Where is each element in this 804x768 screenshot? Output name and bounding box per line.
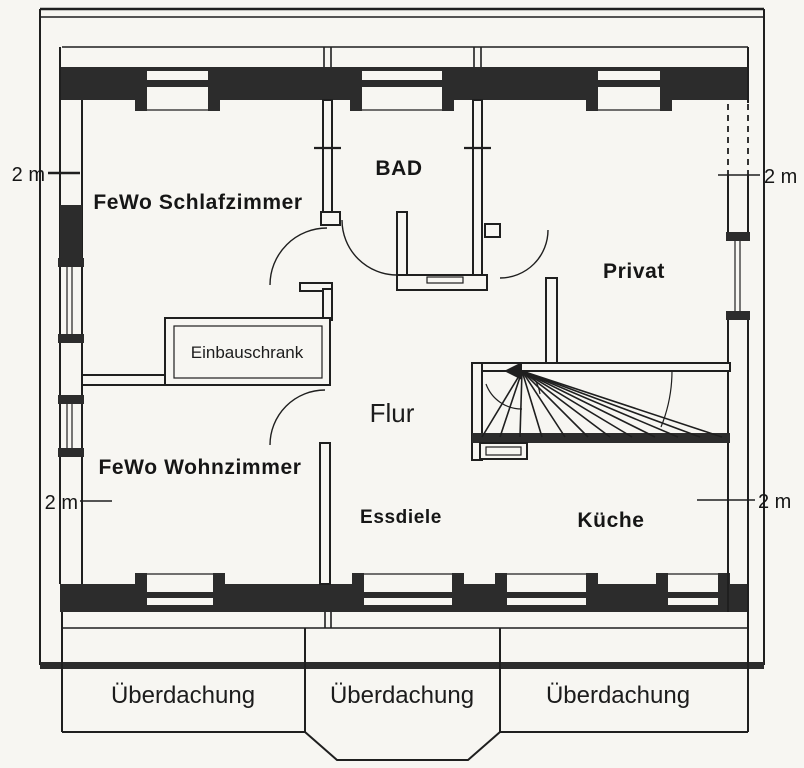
closet-inner <box>173 325 323 379</box>
stair-walkline-outer <box>660 370 673 428</box>
canopy-bay <box>304 731 501 761</box>
room-label-bad: BAD <box>375 157 422 180</box>
window-left-schlafzimmer <box>58 258 84 343</box>
stair-left-wall <box>471 362 483 461</box>
door-jamb-privat <box>484 223 501 238</box>
dim-label-right-bottom: 2 m <box>758 491 791 513</box>
exterior-walls <box>58 47 750 612</box>
dim-label-left-top: 2 m <box>12 164 45 186</box>
canopy-label-left: Überdachung <box>111 682 255 709</box>
window-bottom-wohnzimmer <box>135 573 225 605</box>
canopy-edge <box>40 662 764 669</box>
room-label-wohnzimmer: FeWo Wohnzimmer <box>98 456 301 479</box>
door-arc-wohnzimmer <box>269 389 326 446</box>
stair-first-step <box>479 442 528 460</box>
bad-threshold <box>426 276 464 284</box>
window-bottom-essdiele <box>352 573 464 605</box>
exterior-wall-right <box>726 47 750 612</box>
room-label-essdiele: Essdiele <box>360 507 442 528</box>
staircase <box>471 362 731 461</box>
dim-label-left-bottom: 2 m <box>45 492 78 514</box>
window-right-privat <box>726 232 750 320</box>
window-top-bad <box>350 71 454 111</box>
door-arc-schlafzimmer <box>269 227 328 286</box>
door-arc-privat <box>499 229 549 279</box>
canopy-label-middle: Überdachung <box>330 682 474 709</box>
wall-schlafzimmer-bad <box>322 99 333 213</box>
room-label-schlafzimmer: FeWo Schlafzimmer <box>93 191 302 214</box>
wall-wohnzimmer-essdiele <box>319 442 331 585</box>
closet-outline <box>164 317 331 386</box>
door-jamb <box>320 211 341 226</box>
wall-bad-privat <box>472 99 483 281</box>
window-left-wohnzimmer <box>58 395 84 457</box>
room-labels: FeWo Schlafzimmer BAD Privat Flur FeWo W… <box>93 157 665 532</box>
room-label-kueche: Küche <box>577 509 644 532</box>
window-bottom-kueche-left <box>495 573 598 605</box>
stair-direction-arrow <box>504 362 541 395</box>
wall-above-closet <box>322 288 333 321</box>
wall-schlafzimmer-wohnzimmer <box>81 374 167 386</box>
room-label-privat: Privat <box>603 260 665 283</box>
room-label-einbauschrank: Einbauschrank <box>191 343 304 362</box>
exterior-wall-left <box>58 47 84 584</box>
wall-stub-schlafzimmer-door <box>299 282 333 292</box>
stair-walkline-inner <box>485 383 523 410</box>
door-arc-bad <box>341 219 398 276</box>
wall-privat-left <box>545 277 558 367</box>
doors <box>269 219 549 446</box>
stair-bottom-edge <box>472 433 730 443</box>
stair-treads <box>481 370 723 438</box>
built-in-closet: Einbauschrank <box>164 317 331 386</box>
window-bottom-kueche-right <box>656 573 730 605</box>
canopy: Überdachung Überdachung Überdachung <box>40 612 764 761</box>
roof-outline <box>39 7 765 665</box>
dimension-annotations: 2 m 2 m 2 m 2 m <box>12 164 798 514</box>
window-top-privat <box>586 71 672 111</box>
dim-label-right-top: 2 m <box>764 166 797 188</box>
stair-first-step-inner <box>485 446 522 456</box>
window-top-schlafzimmer <box>135 71 220 111</box>
canopy-label-right: Überdachung <box>546 682 690 709</box>
room-label-flur: Flur <box>370 398 415 428</box>
